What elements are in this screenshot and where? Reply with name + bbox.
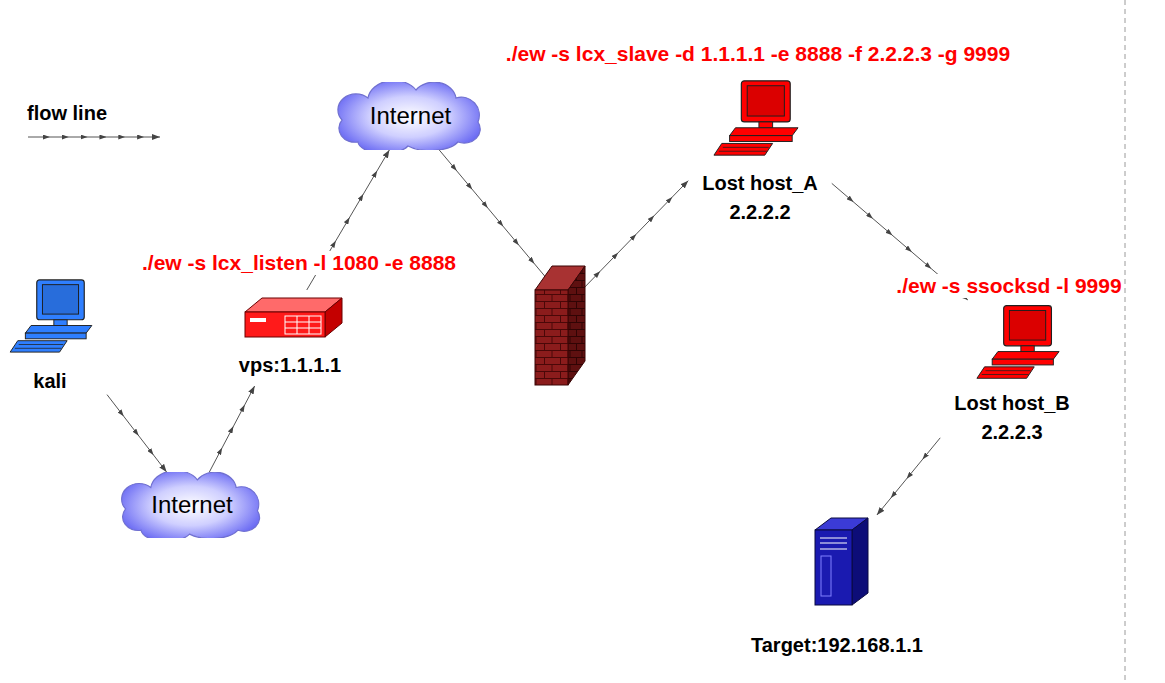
flow-line (877, 438, 940, 515)
router-icon (245, 298, 342, 337)
icon-space (940, 300, 1084, 389)
host-node: vps:1.1.1.1 (225, 290, 355, 386)
text-holder: Target:192.168.1.1 (737, 631, 937, 660)
host-node: Lost host_B2.2.2.3 (940, 300, 1084, 453)
legend-entry: flow line (27, 101, 163, 143)
flow-line (107, 395, 167, 472)
node-label: Internet (151, 491, 232, 519)
host-node: Lost host_A2.2.2.2 (688, 78, 832, 233)
text-holder: Lost host_B2.2.2.3 (940, 389, 1084, 447)
server-icon (815, 518, 868, 605)
flow-line (209, 386, 254, 472)
network-cloud: Internet (328, 82, 493, 150)
icon-space (0, 276, 107, 367)
node-label: 2.2.2.3 (981, 418, 1042, 447)
icon-space (225, 290, 355, 351)
node-label: kali (33, 367, 66, 396)
legend-text: flow line (27, 101, 163, 125)
computer-icon (977, 306, 1059, 379)
text-holder: kali (0, 367, 107, 396)
firewall-icon (535, 266, 585, 385)
legend-line-sample (27, 131, 163, 143)
cloud-shape (122, 472, 260, 538)
divider-line (1125, 0, 1126, 683)
text-holder: Internet (328, 82, 493, 150)
cloud-shape (338, 82, 480, 150)
legend-line (28, 137, 160, 138)
node-label: Target:192.168.1.1 (751, 631, 923, 660)
node-label: 2.2.2.2 (729, 198, 790, 227)
text-holder: Internet (112, 472, 272, 538)
command-label: ./ew -s lcx_slave -d 1.1.1.1 -e 8888 -f … (504, 42, 1012, 66)
host-node: kali (0, 276, 107, 402)
node-label: Lost host_A (702, 169, 818, 198)
icon-space (737, 515, 937, 631)
text-holder: Lost host_A2.2.2.2 (688, 169, 832, 227)
node-label: vps:1.1.1.1 (239, 351, 341, 380)
flow-line (439, 150, 688, 292)
text-holder: vps:1.1.1.1 (225, 351, 355, 380)
node-label: Lost host_B (954, 389, 1070, 418)
network-cloud: Internet (112, 472, 272, 538)
node-label: Internet (370, 102, 451, 130)
command-label: ./ew -s ssocksd -l 9999 (894, 274, 1123, 298)
host-node: Target:192.168.1.1 (737, 515, 937, 666)
icon-space (688, 78, 832, 169)
command-label: ./ew -s lcx_listen -l 1080 -e 8888 (140, 251, 458, 275)
computer-icon (714, 81, 798, 155)
computer-icon (10, 280, 92, 352)
